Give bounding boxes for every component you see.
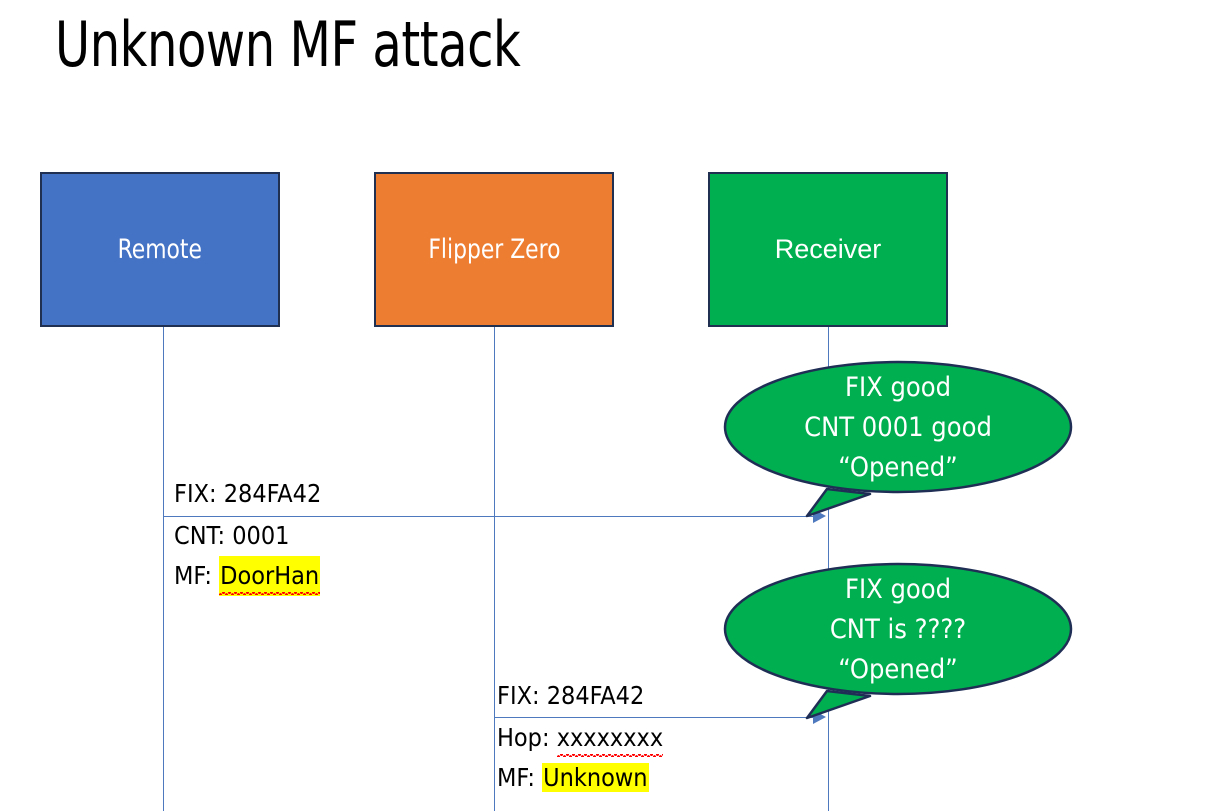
message-label-flipper-fix-value: 284FA42 <box>546 681 645 710</box>
message-label-remote-mf-prefix: MF: <box>174 561 220 590</box>
callout-bubble-unknown[interactable]: FIX good CNT is ???? “Opened” <box>723 562 1073 721</box>
message-label-remote-fix-value: 284FA42 <box>223 479 322 508</box>
message-label-flipper-fix-prefix: FIX: <box>497 681 547 710</box>
message-label-remote-fix: FIX: 284FA42 <box>174 474 321 514</box>
message-label-flipper-hop-value: xxxxxxxx <box>556 718 664 758</box>
callout-shape-unknown <box>723 562 1073 720</box>
message-line-flipper-to-receiver <box>494 717 815 718</box>
message-label-flipper-fix: FIX: 284FA42 <box>497 676 644 716</box>
message-label-flipper-mf-value: Unknown <box>542 763 649 792</box>
message-line-remote-to-receiver <box>163 516 815 517</box>
message-label-flipper-mf: MF: Unknown <box>497 758 649 798</box>
actor-label-flipper: Flipper Zero <box>427 234 561 265</box>
message-label-remote-cnt: CNT: 0001 <box>174 516 289 556</box>
message-label-remote-cnt-prefix: CNT: <box>174 521 233 550</box>
actor-box-receiver[interactable]: Receiver <box>708 172 948 327</box>
message-label-flipper-mf-prefix: MF: <box>497 763 543 792</box>
actor-label-receiver: Receiver <box>774 234 882 264</box>
actor-box-flipper[interactable]: Flipper Zero <box>374 172 614 327</box>
message-label-flipper-hop-prefix: Hop: <box>497 723 557 752</box>
message-label-remote-fix-prefix: FIX: <box>174 479 224 508</box>
message-label-remote-cnt-value: 0001 <box>232 521 290 550</box>
page-title: Unknown MF attack <box>55 8 521 81</box>
callout-shape-good <box>723 360 1073 518</box>
callout-bubble-good[interactable]: FIX good CNT 0001 good “Opened” <box>723 360 1073 519</box>
lifeline-remote <box>163 327 164 811</box>
actor-label-remote: Remote <box>117 234 203 265</box>
message-label-flipper-hop: Hop: xxxxxxxx <box>497 718 664 758</box>
lifeline-flipper <box>494 327 495 811</box>
actor-box-remote[interactable]: Remote <box>40 172 280 327</box>
message-label-remote-mf: MF: DoorHan <box>174 556 321 596</box>
message-label-remote-mf-value: DoorHan <box>219 556 321 596</box>
